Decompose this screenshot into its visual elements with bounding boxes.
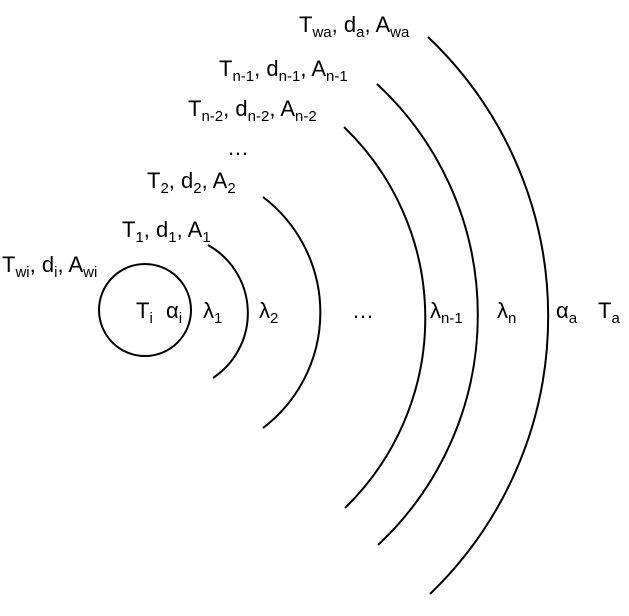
label-layer-1: T1, d1, A1 — [122, 217, 211, 246]
label-layer-ellipsis: … — [227, 135, 249, 160]
arc-layer-1 — [207, 244, 249, 379]
arc-outer-surface — [427, 36, 550, 595]
label-lambda-1: λ1 — [203, 298, 223, 327]
arc-layer-n-minus-1 — [376, 83, 479, 546]
arc-layer-n-minus-2 — [343, 126, 427, 509]
inner-pipe-circle — [98, 263, 192, 357]
label-outer-alpha: αa — [556, 298, 578, 327]
label-inner-surface: Twi, di, Awi — [2, 252, 98, 281]
label-inner-temperature: Ti — [136, 298, 153, 327]
label-layer-n-minus-1: Tn-1, dn-1, An-1 — [219, 56, 348, 85]
label-layer-n-minus-2: Tn-2, dn-2, An-2 — [188, 96, 317, 125]
label-lambda-ellipsis: … — [352, 298, 374, 323]
label-lambda-2: λ2 — [259, 298, 279, 327]
label-outer-surface: Twa, da, Awa — [299, 12, 410, 41]
label-lambda-n-minus-1: λn-1 — [430, 298, 463, 327]
arc-layer-2 — [262, 196, 322, 429]
label-outer-temperature: Ta — [598, 298, 620, 327]
label-layer-2: T2, d2, A2 — [147, 168, 236, 197]
label-lambda-n: λn — [497, 298, 517, 327]
label-inner-alpha: αi — [166, 298, 183, 327]
